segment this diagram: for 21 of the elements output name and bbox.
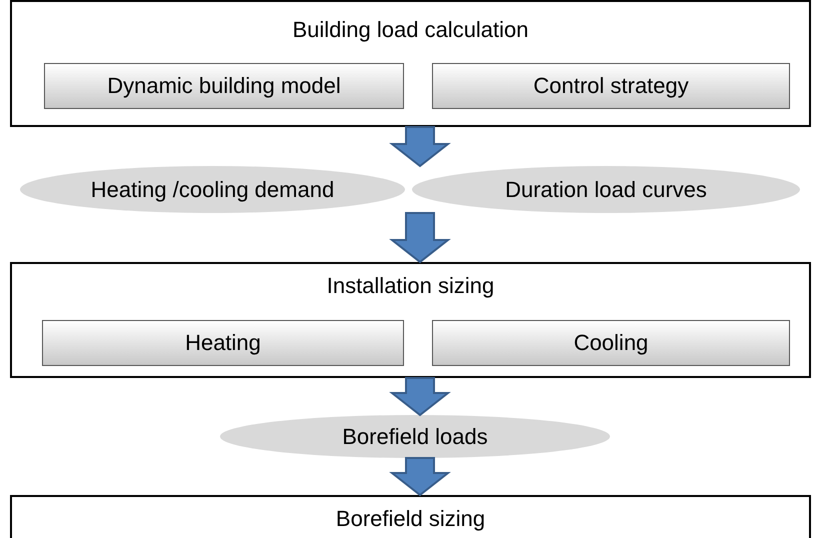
flow-arrow: [389, 377, 451, 416]
output-label: Borefield loads: [342, 422, 488, 450]
stage-title: Borefield sizing: [334, 505, 486, 533]
component-label: Cooling: [574, 329, 648, 357]
component-label: Dynamic building model: [107, 72, 341, 100]
stage-title: Installation sizing: [326, 272, 496, 300]
stage-frame: [10, 495, 811, 538]
stage-title: Building load calculation: [291, 16, 530, 44]
output-label: Duration load curves: [505, 176, 707, 204]
output-label: Heating /cooling demand: [90, 176, 334, 204]
component-box: [432, 63, 790, 109]
stage-frame: [10, 262, 811, 378]
component-box: [42, 320, 404, 366]
component-label: Heating: [185, 329, 261, 357]
flow-arrow: [389, 212, 451, 264]
component-label: Control strategy: [533, 72, 689, 100]
stage-frame: [10, 0, 811, 127]
flow-arrow: [389, 126, 451, 168]
component-box: [44, 63, 404, 109]
component-box: [432, 320, 790, 366]
flow-arrow: [389, 457, 451, 496]
